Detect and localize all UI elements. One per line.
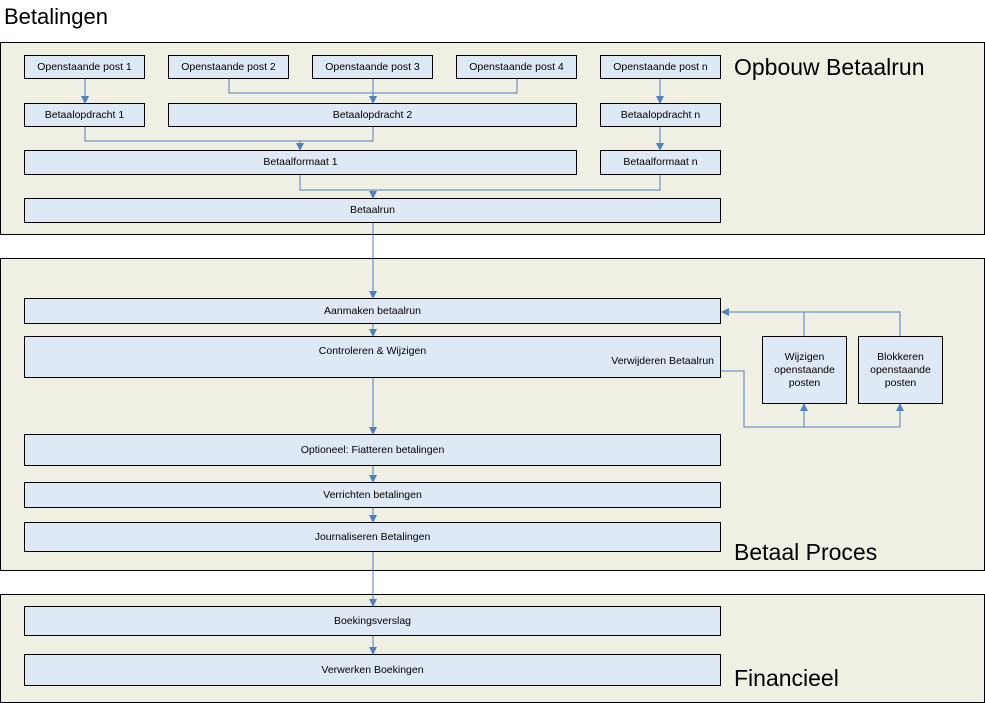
section-label-opbouw: Opbouw Betaalrun <box>734 54 925 80</box>
node-boekingsverslag: Boekingsverslag <box>24 606 721 636</box>
page-title: Betalingen <box>4 4 108 29</box>
node-betaalopdracht-2: Betaalopdracht 2 <box>168 103 577 127</box>
node-openstaande-post-3: Openstaande post 3 <box>312 55 433 79</box>
node-wijzigen-openstaande-posten: Wijzigen openstaande posten <box>762 336 847 404</box>
node-aanmaken-betaalrun: Aanmaken betaalrun <box>24 298 721 324</box>
node-openstaande-post-1: Openstaande post 1 <box>24 55 145 79</box>
node-betaalformaat-n: Betaalformaat n <box>600 150 721 175</box>
node-verwijderen-betaalrun: Verwijderen Betaalrun <box>611 355 714 367</box>
node-verwerken-boekingen: Verwerken Boekingen <box>24 654 721 686</box>
node-betaalopdracht-n: Betaalopdracht n <box>600 103 721 127</box>
node-betaalopdracht-1: Betaalopdracht 1 <box>24 103 145 127</box>
node-betaalformaat-1: Betaalformaat 1 <box>24 150 577 175</box>
node-journaliseren-betalingen: Journaliseren Betalingen <box>24 522 721 552</box>
section-label-proces: Betaal Proces <box>734 539 878 565</box>
node-betaalrun: Betaalrun <box>24 198 721 223</box>
node-blokkeren-openstaande-posten: Blokkeren openstaande posten <box>858 336 943 404</box>
node-openstaande-post-n: Openstaande post n <box>600 55 721 79</box>
section-label-financieel: Financieel <box>734 665 839 691</box>
node-openstaande-post-2: Openstaande post 2 <box>168 55 289 79</box>
node-fiatteren-betalingen: Optioneel: Fiatteren betalingen <box>24 434 721 466</box>
node-controleren-wijzigen: Controleren & Wijzigen Verwijderen Betaa… <box>24 336 721 378</box>
node-verrichten-betalingen: Verrichten betalingen <box>24 482 721 508</box>
node-openstaande-post-4: Openstaande post 4 <box>456 55 577 79</box>
node-controleren-label: Controleren & Wijzigen <box>318 345 427 357</box>
